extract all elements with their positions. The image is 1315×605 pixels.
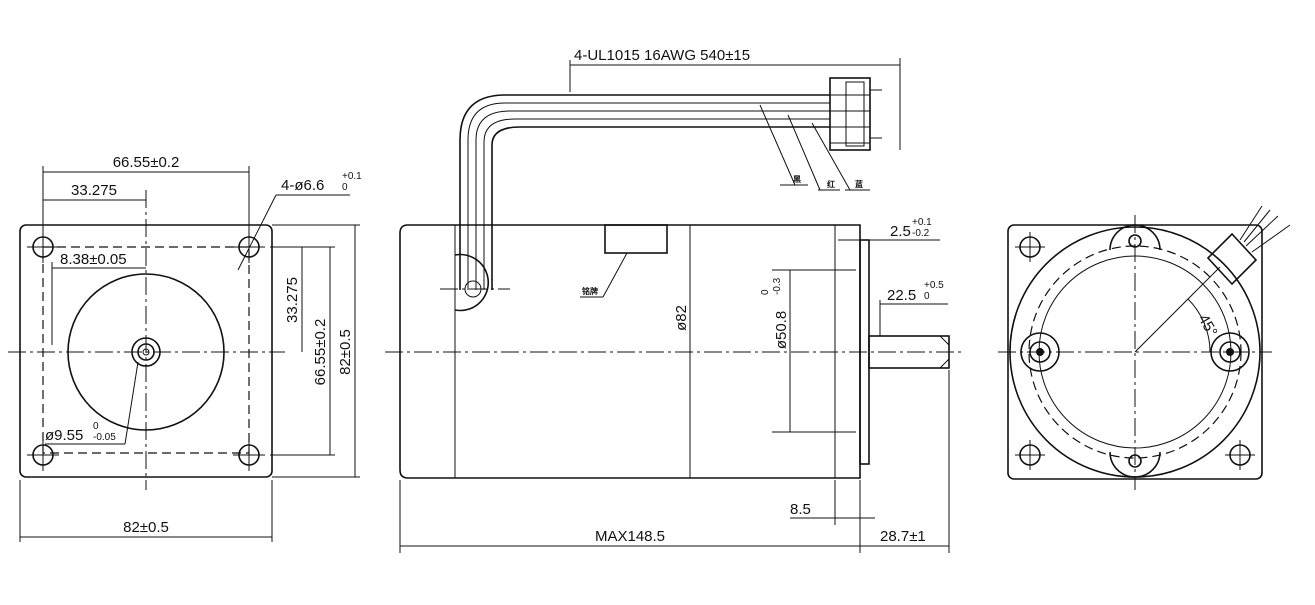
dim-shaft-len: 28.7±1	[880, 528, 926, 545]
wire-spec: 4-UL1015 16AWG 540±15	[574, 47, 750, 64]
svg-text:0: 0	[93, 421, 99, 432]
front-view: 66.55±0.2 33.275 4-ø6.6 +0.1 0 8.38±0.05…	[8, 154, 362, 542]
svg-text:0: 0	[924, 291, 930, 302]
svg-text:-0.3: -0.3	[772, 277, 783, 295]
rear-view: 45°	[998, 205, 1291, 490]
svg-text:+0.5: +0.5	[924, 280, 944, 291]
rear-cable-gland	[1206, 232, 1258, 286]
dim-half-spacing-top: 33.275	[71, 182, 117, 199]
dim-mount-holes: 4-ø6.6	[281, 177, 324, 194]
motor-body	[399, 224, 861, 479]
dim-key-len: 22.5	[887, 287, 916, 304]
svg-text:-0.05: -0.05	[93, 432, 116, 443]
svg-text:+0.1: +0.1	[342, 171, 362, 182]
nameplate	[604, 224, 668, 254]
dim-half-spacing-side: 33.275	[284, 277, 301, 323]
side-view: 铭牌 黑 红 蓝	[385, 47, 965, 553]
wire-label-red: 红	[827, 179, 835, 189]
bolt-square	[42, 246, 250, 454]
nameplate-label: 铭牌	[582, 286, 598, 296]
dim-shaft-dia: ø9.55	[45, 427, 83, 444]
dim-shaft-offset: 8.38±0.05	[60, 251, 127, 268]
dim-flange-width: 82±0.5	[123, 519, 169, 536]
dim-hole-spacing-side: 66.55±0.2	[312, 319, 329, 386]
dim-flange-height: 82±0.5	[337, 329, 354, 375]
dim-pilot-depth: 2.5	[890, 223, 911, 240]
dim-body-dia: ø82	[673, 305, 690, 331]
dim-flange-thk: 8.5	[790, 501, 811, 518]
wire-label-black: 黑	[793, 174, 801, 184]
svg-text:+0.1: +0.1	[912, 217, 932, 228]
dim-pilot-dia: ø50.8	[773, 311, 790, 349]
svg-text:0: 0	[342, 182, 348, 193]
connector	[829, 77, 882, 151]
svg-text:0: 0	[760, 289, 771, 295]
wire-bundle	[459, 94, 830, 290]
dim-body-len: MAX148.5	[595, 528, 665, 545]
rear-corner-holes	[1015, 232, 1255, 470]
angle-label: 45°	[1195, 312, 1221, 340]
svg-text:-0.2: -0.2	[912, 228, 930, 239]
dim-hole-spacing-top: 66.55±0.2	[113, 154, 180, 171]
wire-label-blue: 蓝	[855, 179, 863, 189]
